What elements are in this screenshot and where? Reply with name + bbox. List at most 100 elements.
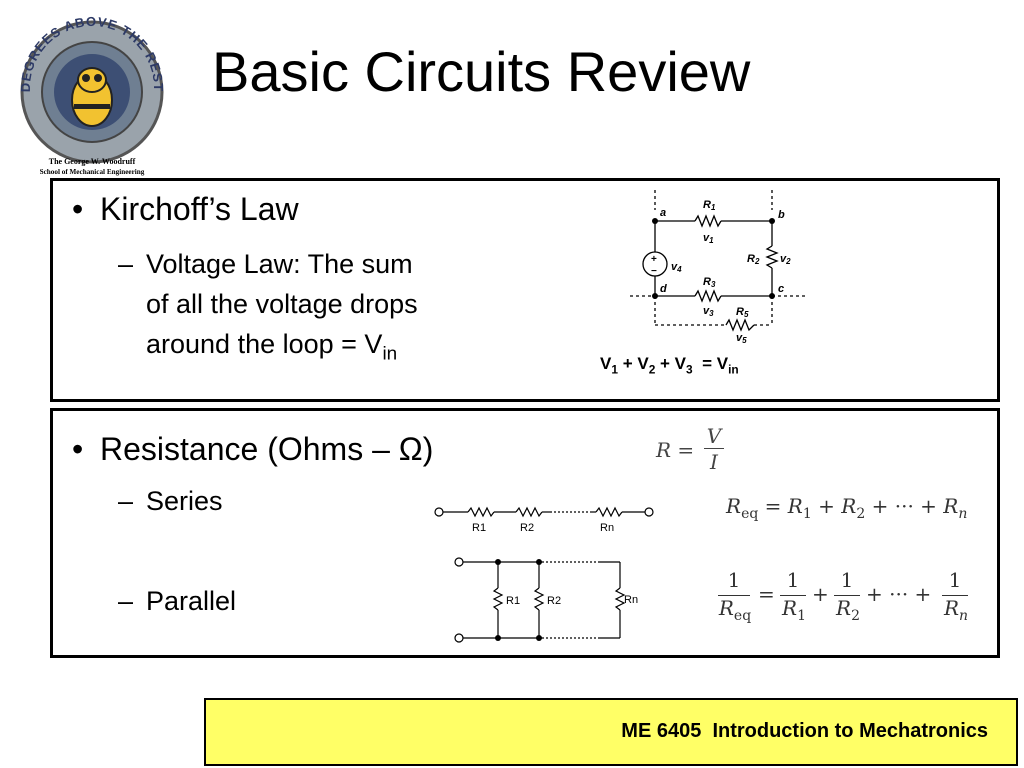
parallel-circuit-diagram: R1 R2 Rn — [454, 557, 626, 643]
eq-plus-v2: + V — [617, 354, 649, 373]
eq-sub-in: in — [728, 362, 739, 377]
resistor-r3 — [694, 289, 722, 303]
terminal — [434, 507, 444, 517]
plus-dots: + ··· + — [865, 494, 944, 518]
svg-text:v3: v3 — [703, 305, 714, 318]
label-r5-sub: 5 — [744, 310, 749, 319]
bullet-kirchoff-text: Kirchoff’s Law — [100, 191, 299, 227]
terminal — [454, 633, 464, 643]
label-b: b — [778, 209, 785, 221]
resistor-r1 — [694, 214, 722, 228]
label-r2: R — [747, 253, 755, 265]
frac2-num: 1 — [786, 568, 800, 592]
label-v5: v — [736, 332, 743, 344]
req-sub: eq — [741, 506, 759, 522]
vin-subscript: in — [382, 343, 398, 365]
ohm-lhs: R = — [656, 438, 695, 462]
eq-sub-1: 1 — [611, 362, 618, 377]
parallel-label-r2: R2 — [547, 595, 561, 607]
terminal — [644, 507, 654, 517]
series-label-rn: Rn — [600, 522, 614, 534]
series-formula: Req = R1 + R2 + ··· + Rn — [726, 494, 967, 521]
logo: DEGREES ABOVE THE REST The George W. Woo… — [18, 14, 165, 176]
plus: + — [812, 582, 829, 606]
resistor-r1 — [467, 506, 495, 518]
frac3-den: R — [836, 596, 852, 620]
source-plus: + — [651, 254, 657, 265]
resistance-panel — [50, 408, 1000, 658]
frac3-den-sub: 2 — [851, 608, 860, 624]
label-r3: R — [703, 276, 711, 288]
label-v4-sub: 4 — [676, 265, 682, 274]
parallel-label-rn-text: Rn — [624, 594, 639, 606]
label-v3: v — [703, 305, 710, 317]
kvl-circuit-diagram: a b c d R1 v1 R2 v2 R3 v3 R5 v5 v4 + − — [630, 190, 808, 345]
r1: R — [787, 494, 803, 518]
frac4-num: 1 — [948, 568, 962, 592]
eq-plus-v3: + V — [655, 354, 687, 373]
series-text: Series — [146, 486, 223, 516]
logo-caption-2: School of Mechanical Engineering — [40, 168, 145, 176]
label-r1-sub: 1 — [711, 203, 716, 212]
source-minus: − — [651, 266, 657, 277]
parallel-formula: 1 Req = 1 R1 + 1 R2 + ··· + 1 Rn — [718, 568, 978, 628]
label-v4: v — [671, 261, 678, 273]
frac1-num: 1 — [727, 568, 741, 592]
footer-course-title: ME 6405 Introduction to Mechatronics — [621, 720, 988, 742]
voltage-law-line1: –Voltage Law: The sum — [118, 249, 413, 279]
frac1-den-sub: eq — [733, 608, 752, 624]
resistor-rn — [614, 587, 626, 611]
resistor-r2 — [515, 506, 543, 518]
label-v2: v — [780, 253, 787, 265]
bullet-resistance-text: Resistance (Ohms – Ω) — [100, 431, 434, 467]
svg-text:v4: v4 — [671, 261, 682, 274]
label-r1: R — [703, 199, 711, 211]
frac3-num: 1 — [840, 568, 854, 592]
svg-text:v1: v1 — [703, 232, 714, 245]
resistor-r2 — [765, 245, 779, 269]
svg-text:R2: R2 — [747, 253, 760, 266]
node-a — [652, 218, 658, 224]
series-item: –Series — [118, 486, 223, 516]
series-circuit-diagram: R1 R2 Rn — [434, 506, 654, 534]
resistor-rn — [595, 506, 623, 518]
frac1-den: R — [718, 596, 734, 620]
label-d: d — [660, 283, 667, 295]
bullet-kirchoff: •Kirchoff’s Law — [72, 191, 299, 227]
ohm-numerator: V — [706, 424, 722, 448]
plus-dots: + ··· + — [866, 582, 932, 606]
label-a: a — [660, 207, 666, 219]
label-v3-sub: 3 — [709, 309, 714, 318]
r2-sub: 2 — [856, 506, 866, 522]
parallel-label-r1: R1 — [506, 595, 520, 607]
parallel-text: Parallel — [146, 586, 237, 616]
frac2-den: R — [782, 596, 798, 620]
label-c: c — [778, 283, 784, 295]
voltage-law-text1: Voltage Law: The sum — [146, 249, 413, 279]
r2: R — [841, 494, 857, 518]
label-v1: v — [703, 232, 710, 244]
label-v1-sub: 1 — [709, 236, 714, 245]
resistor-r2 — [533, 587, 545, 611]
series-label-r1: R1 — [472, 522, 486, 534]
voltage-law-line2: of all the voltage drops — [146, 289, 418, 319]
r1-sub: 1 — [802, 506, 812, 522]
svg-text:v2: v2 — [780, 253, 791, 266]
label-r5: R — [736, 306, 744, 318]
rn: R — [943, 494, 959, 518]
req-equals: = — [758, 494, 788, 518]
eq-v: V — [600, 354, 612, 373]
node-d — [652, 293, 658, 299]
equals: = — [758, 582, 775, 606]
eq-sub-3: 3 — [686, 362, 693, 377]
svg-text:R3: R3 — [703, 276, 716, 289]
frac4-den: R — [943, 596, 960, 620]
series-label-r2: R2 — [520, 522, 534, 534]
label-v5-sub: 5 — [742, 336, 747, 345]
svg-text:R1: R1 — [703, 199, 716, 212]
kirchoff-panel — [50, 178, 1000, 402]
kvl-equation: V1 + V2 + V3 = Vin — [600, 354, 739, 377]
node-c — [769, 293, 775, 299]
frac2-den-sub: 1 — [797, 608, 806, 624]
resistor-r5 — [725, 318, 755, 332]
